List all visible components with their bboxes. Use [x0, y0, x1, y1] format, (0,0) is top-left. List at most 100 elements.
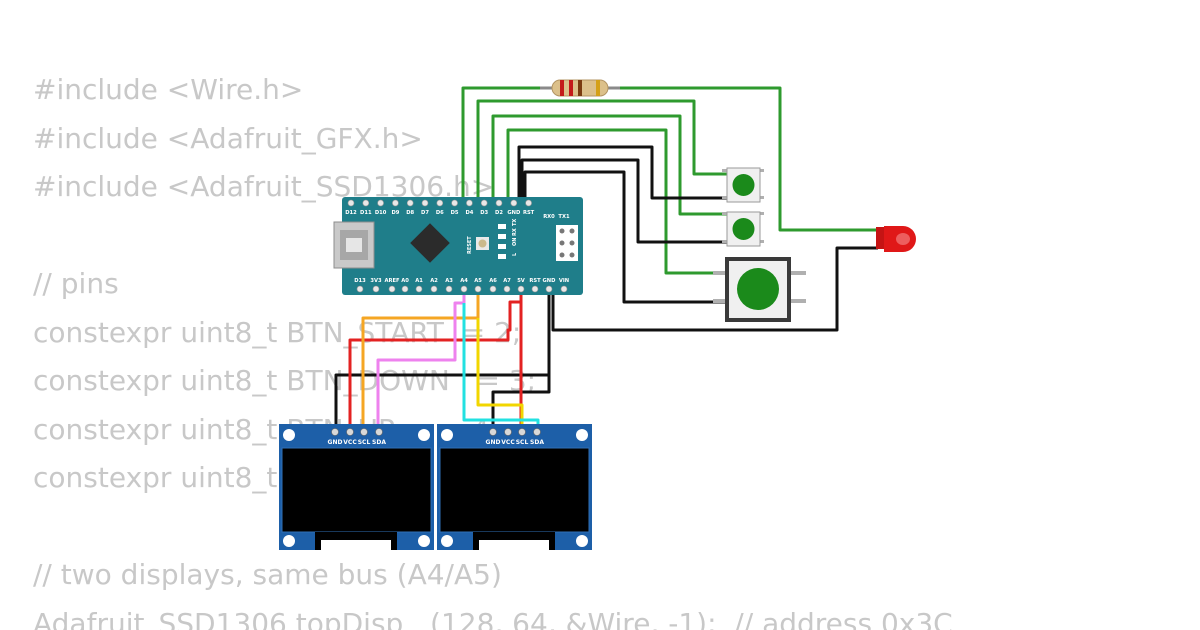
oled-pin[interactable]: [360, 428, 368, 436]
pin-bottom[interactable]: [415, 285, 423, 293]
oled-pin[interactable]: [533, 428, 541, 436]
pin-label-bottom: A0: [401, 278, 409, 284]
oled-ribbon-gap: [479, 540, 549, 550]
pin-label-bottom: 5V: [517, 278, 525, 284]
code-line: constexpr uint8_t BTN_DOWN = 3;: [33, 364, 537, 397]
oled-pin-label: GND: [486, 439, 501, 446]
red-led[interactable]: [876, 226, 916, 252]
pin-label-serial: RX0: [543, 214, 555, 220]
wire-gnd-display1[interactable]: [334, 288, 551, 432]
pin-bottom[interactable]: [531, 285, 539, 293]
pin-bottom[interactable]: [372, 285, 380, 293]
oled-pin[interactable]: [331, 428, 339, 436]
push-button-1[interactable]: [722, 167, 764, 203]
wire-gnd-led[interactable]: [551, 246, 878, 332]
wire-a5-display1[interactable]: [361, 288, 480, 432]
pin-top[interactable]: [436, 199, 444, 207]
pin-top[interactable]: [406, 199, 414, 207]
wire-gnd-button3[interactable]: [523, 170, 732, 304]
oled-pin-label: SDA: [372, 439, 386, 446]
oled-pin[interactable]: [504, 428, 512, 436]
code-line: // pins: [33, 267, 119, 300]
pin-label-bottom: A6: [489, 278, 497, 284]
pin-top[interactable]: [510, 199, 518, 207]
oled-pin[interactable]: [518, 428, 526, 436]
pin-top[interactable]: [480, 199, 488, 207]
pin-label-top: D2: [495, 210, 503, 216]
pin-label-bottom: A2: [430, 278, 438, 284]
reset-button-icon[interactable]: [476, 237, 489, 250]
pin-top[interactable]: [495, 199, 503, 207]
wire-d5-resistor[interactable]: [461, 86, 550, 205]
pin-label-top: D12: [345, 210, 357, 216]
pin-top[interactable]: [377, 199, 384, 207]
code-line: Adafruit_SSD1306 topDisp (128, 64, &Wire…: [33, 606, 953, 630]
pin-top[interactable]: [451, 199, 458, 207]
oled-pin[interactable]: [346, 428, 354, 436]
pin-top[interactable]: [525, 199, 532, 207]
pin-label-bottom: A4: [460, 278, 468, 284]
oled-pin-label: SCL: [358, 439, 371, 446]
wire-gnd-button2[interactable]: [520, 158, 732, 244]
pin-label-top: D5: [451, 210, 459, 216]
pin-label-bottom: GND: [543, 278, 557, 284]
microcontroller-chip-icon: [410, 223, 450, 263]
pin-top[interactable]: [347, 199, 355, 207]
mounting-hole: [283, 429, 295, 441]
oled-pin[interactable]: [489, 428, 497, 436]
wire-a4-display1[interactable]: [376, 288, 466, 432]
pin-label-top: D6: [436, 210, 444, 216]
pin-top[interactable]: [421, 199, 429, 207]
wire-a4-display2[interactable]: [462, 303, 540, 432]
pin-label-bottom: D13: [354, 278, 366, 284]
push-button-large[interactable]: [713, 257, 806, 322]
pin-label-bottom: A7: [503, 278, 511, 284]
pin-top[interactable]: [362, 199, 370, 207]
code-line: #include <Wire.h>: [33, 73, 304, 106]
wire-d4-button1[interactable]: [476, 99, 732, 205]
oled-pin[interactable]: [375, 428, 383, 436]
pin-bottom[interactable]: [445, 285, 453, 293]
pin-bottom[interactable]: [356, 285, 364, 293]
pin-bottom[interactable]: [401, 285, 409, 293]
pin-label-bottom: A3: [445, 278, 453, 284]
wire-resistor-led[interactable]: [610, 86, 878, 232]
pin-top[interactable]: [392, 199, 399, 207]
usb-port-icon: [333, 221, 375, 269]
push-button-2[interactable]: [722, 211, 764, 247]
pin-bottom[interactable]: [517, 285, 525, 293]
pin-bottom[interactable]: [545, 285, 553, 293]
pin-bottom[interactable]: [489, 285, 497, 293]
oled-screen: [439, 447, 590, 533]
pin-bottom[interactable]: [430, 285, 438, 293]
pin-label-top: D7: [421, 210, 429, 216]
pin-bottom[interactable]: [460, 285, 468, 293]
icsp-header: [556, 225, 578, 261]
mounting-hole: [283, 535, 295, 547]
pin-bottom[interactable]: [560, 285, 568, 293]
pin-top[interactable]: [466, 199, 473, 207]
resistor[interactable]: [540, 79, 620, 97]
pin-label-serial: TX1: [558, 214, 570, 220]
pin-label-bottom: A5: [474, 278, 482, 284]
pin-label-top: RST: [523, 210, 535, 216]
pin-bottom[interactable]: [474, 285, 482, 293]
pin-label-bottom: AREF: [384, 278, 400, 284]
wire-5v-display1[interactable]: [348, 288, 523, 432]
pin-label-top: GND: [507, 210, 521, 216]
pin-bottom[interactable]: [503, 285, 511, 293]
pin-label-top: D9: [391, 210, 399, 216]
pin-label-top: D8: [406, 210, 414, 216]
reset-label: RESET: [467, 236, 473, 254]
led-label: RX: [512, 228, 518, 236]
pin-bottom[interactable]: [388, 285, 396, 293]
wire-gnd-button1[interactable]: [517, 145, 732, 205]
wire-d3-button2[interactable]: [491, 114, 732, 216]
oled-pin-label: VCC: [343, 439, 357, 446]
wire-d2-button3[interactable]: [506, 128, 732, 275]
